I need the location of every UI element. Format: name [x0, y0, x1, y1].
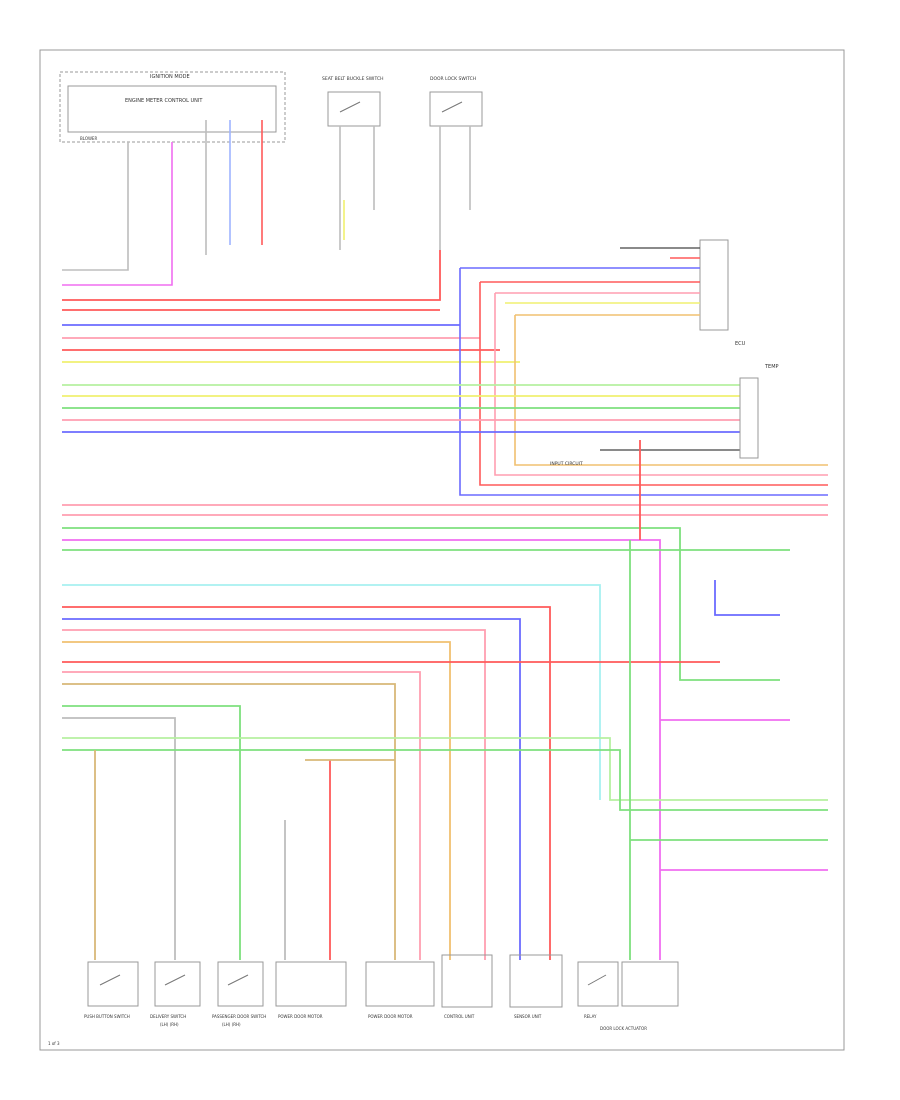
component-sensor-unit: SENSOR UNIT — [509, 954, 563, 1019]
svg-text:(LH) (RH): (LH) (RH) — [160, 1022, 179, 1027]
svg-text:(LH) (RH): (LH) (RH) — [222, 1022, 241, 1027]
component-power-door-motor-2: POWER DOOR MOTOR — [365, 961, 435, 1019]
component-delivery-switch: DELIVERY SWITCH (LH) (RH) — [150, 961, 201, 1027]
component-relay: RELAY — [577, 961, 619, 1019]
gauge-label: TEMP — [764, 364, 779, 370]
component-passenger-door-switch: PASSENGER DOOR SWITCH (LH) (RH) — [212, 961, 266, 1027]
bottom-components: PUSH BUTTON SWITCH DELIVERY SWITCH (LH) … — [84, 954, 679, 1031]
input-circuit-note: INPUT CIRCUIT — [550, 461, 583, 467]
right-ecu-block: ECU — [459, 239, 828, 496]
engine-meter-control-unit: IGNITION MODE ENGINE METER CONTROL UNIT … — [59, 71, 286, 143]
switch-1-label: SEAT BELT BUCKLE SWITCH — [322, 76, 384, 82]
middle-bundle — [62, 384, 740, 451]
lower-bundle — [62, 440, 828, 960]
unit-title: ENGINE METER CONTROL UNIT — [125, 98, 203, 104]
svg-text:DOOR LOCK ACTUATOR: DOOR LOCK ACTUATOR — [600, 1026, 647, 1031]
top-switch-2: DOOR LOCK SWITCH — [429, 76, 483, 127]
svg-text:PUSH BUTTON SWITCH: PUSH BUTTON SWITCH — [84, 1014, 130, 1019]
footer-page: 1 of 3 — [48, 1041, 60, 1046]
blower-tag: BLOWER — [80, 136, 97, 141]
top-switch-1: SEAT BELT BUCKLE SWITCH — [322, 76, 384, 127]
diagram-frame — [39, 49, 845, 1051]
upper-bundle — [62, 250, 520, 363]
switch-2-label: DOOR LOCK SWITCH — [430, 76, 476, 82]
top-vertical-wires — [62, 120, 471, 286]
svg-text:POWER DOOR MOTOR: POWER DOOR MOTOR — [278, 1014, 323, 1019]
right-ecu-label: ECU — [735, 341, 746, 347]
component-control-unit: CONTROL UNIT — [441, 954, 493, 1019]
svg-text:PASSENGER DOOR SWITCH: PASSENGER DOOR SWITCH — [212, 1014, 266, 1019]
svg-text:POWER DOOR MOTOR: POWER DOOR MOTOR — [368, 1014, 413, 1019]
gauge-block — [739, 377, 759, 459]
component-power-door-motor-1: POWER DOOR MOTOR — [275, 961, 347, 1019]
component-push-button-switch: PUSH BUTTON SWITCH — [84, 961, 139, 1019]
svg-text:SENSOR UNIT: SENSOR UNIT — [514, 1014, 542, 1019]
svg-text:CONTROL UNIT: CONTROL UNIT — [444, 1014, 475, 1019]
svg-text:RELAY: RELAY — [584, 1014, 597, 1019]
top-group-label: IGNITION MODE — [150, 74, 190, 80]
component-door-lock-actuator: DOOR LOCK ACTUATOR — [600, 961, 679, 1031]
svg-text:DELIVERY SWITCH: DELIVERY SWITCH — [150, 1014, 186, 1019]
